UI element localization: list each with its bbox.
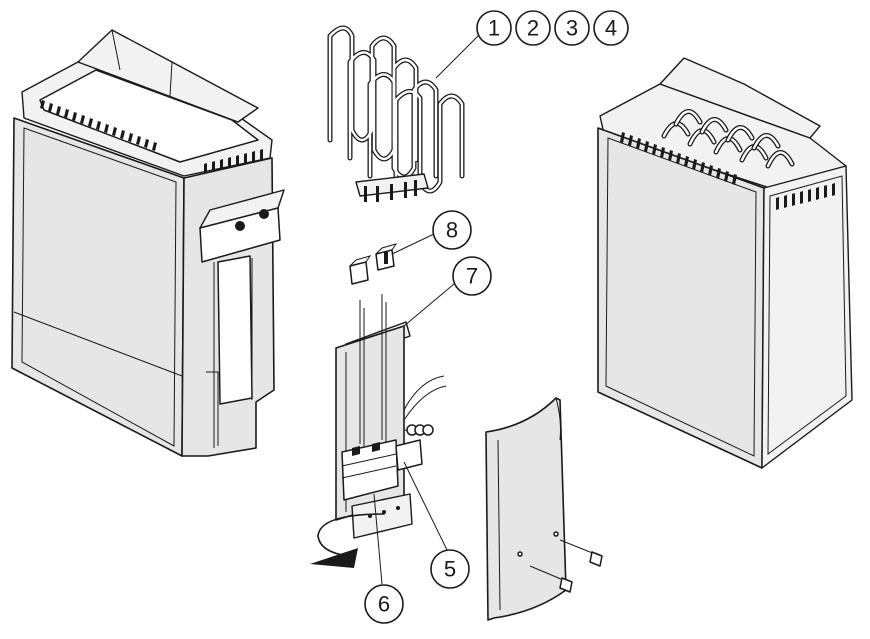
callout-3-label: 3 (566, 16, 578, 41)
control-assembly (310, 294, 447, 568)
heater-right-interior (597, 57, 853, 469)
terminal-clips (349, 243, 398, 285)
callout-6-label: 6 (378, 592, 390, 617)
callout-7-label: 7 (466, 264, 478, 289)
callout-2: 2 (515, 10, 551, 46)
callout-5-label: 5 (444, 557, 456, 582)
visible-heating-elements (661, 109, 795, 169)
callout-leaders (373, 35, 479, 585)
callout-3: 3 (554, 10, 590, 46)
heater-left-exterior (11, 29, 285, 457)
front-vent-slots (40, 100, 157, 151)
callout-4-label: 4 (605, 16, 617, 41)
callout-2-label: 2 (527, 16, 539, 41)
callout-8-label: 8 (446, 218, 458, 243)
callout-4: 4 (593, 10, 629, 46)
callout-1: 1 (476, 10, 512, 46)
right-front-vent-slots (620, 132, 737, 185)
heating-elements (327, 25, 465, 202)
callout-1-label: 1 (488, 16, 500, 41)
callout-5: 5 (430, 549, 470, 589)
knob-right (259, 209, 269, 219)
callout-8: 8 (432, 210, 472, 250)
side-cover-panel (485, 397, 603, 621)
callout-6: 6 (364, 584, 404, 624)
knob-left (235, 221, 245, 231)
callout-7: 7 (452, 256, 492, 296)
cover-screws (529, 539, 603, 593)
